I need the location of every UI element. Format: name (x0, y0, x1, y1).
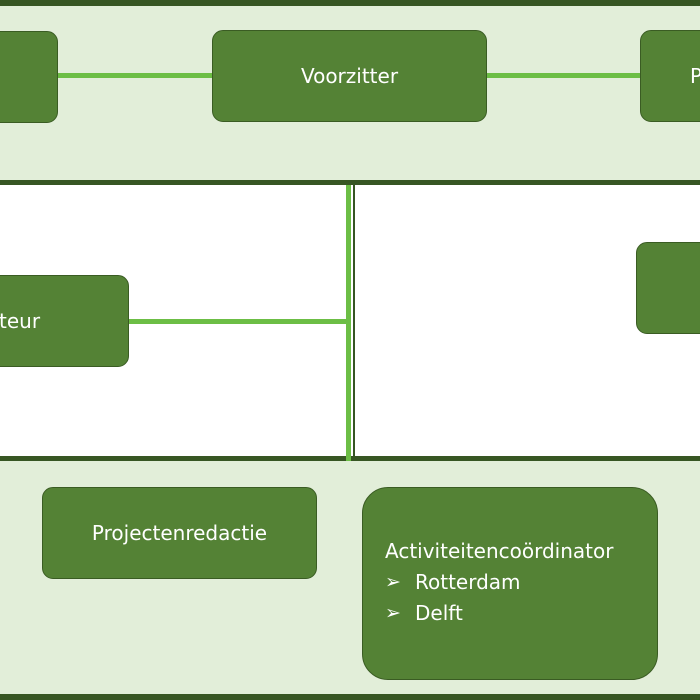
chair-label: Voorzitter (300, 64, 399, 88)
projects-box: Projectenredactie (42, 487, 317, 579)
activities-item-delft: ➢ Delft (385, 598, 463, 629)
chair-box: Voorzitter (212, 30, 487, 122)
activities-item-rotterdam: ➢ Rotterdam (385, 567, 521, 598)
middle-divider (353, 185, 355, 461)
middle-right-box (636, 242, 700, 334)
middle-horizontal-connector (126, 319, 348, 324)
activities-box: Activiteitencoördinator ➢ Rotterdam ➢ De… (362, 487, 658, 680)
arrow-icon: ➢ (385, 570, 401, 593)
top-left-box (0, 31, 58, 123)
activities-item-label: Delft (415, 600, 463, 625)
middle-left-label: teur (0, 309, 41, 333)
top-right-label: P (690, 64, 700, 88)
arrow-icon: ➢ (385, 601, 401, 624)
middle-left-box: teur (0, 275, 129, 367)
top-connector-left (55, 73, 213, 78)
activities-title: Activiteitencoördinator (385, 538, 614, 563)
middle-vertical-connector (346, 185, 351, 461)
activities-item-label: Rotterdam (415, 569, 521, 594)
top-connector-right (486, 73, 642, 78)
top-right-box: P (640, 30, 700, 122)
projects-label: Projectenredactie (91, 521, 268, 545)
